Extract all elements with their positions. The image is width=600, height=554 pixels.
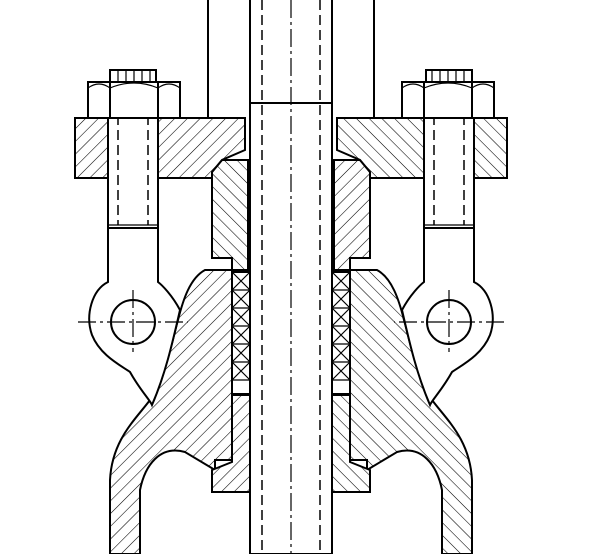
valve-stem xyxy=(249,0,333,554)
right-half-mirrored xyxy=(331,0,508,554)
left-half xyxy=(74,0,251,554)
